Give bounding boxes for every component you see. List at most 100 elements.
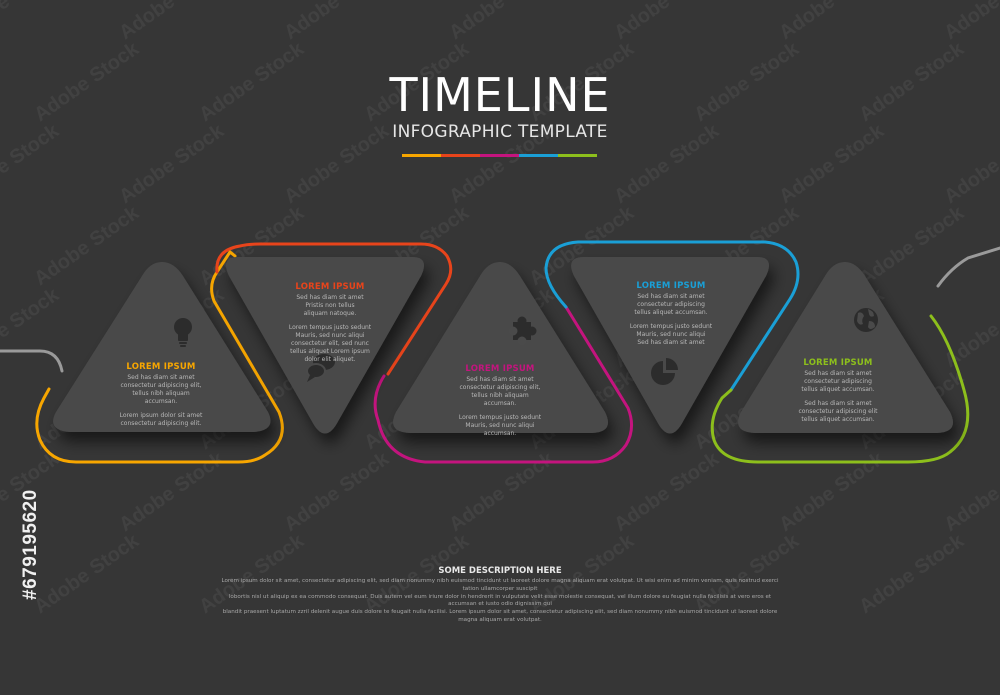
step-4-outline xyxy=(544,240,800,392)
text-line: accumsan. xyxy=(483,430,517,437)
step-3-heading: LOREM IPSUM xyxy=(465,364,535,374)
stock-id-label: #679195620 xyxy=(20,489,41,601)
text-line: Lorem tempus justo sedunt xyxy=(629,323,713,330)
text-line: Sed has diam sit amet xyxy=(804,400,872,407)
pie-chart-icon xyxy=(651,358,678,385)
step-5-text-a: Sed has diam sit amet consectetur adipis… xyxy=(778,370,898,424)
step-3-text: LOREM IPSUM Sed has diam sit amet consec… xyxy=(440,364,560,438)
step-4-triangle xyxy=(571,257,769,434)
watermark-text: Adobe Stock xyxy=(0,283,64,372)
text-line: Sed has diam sit amet xyxy=(637,293,705,300)
step-5-heading: LOREM IPSUM xyxy=(803,358,873,368)
watermark-text: Adobe Stock xyxy=(690,37,803,126)
text-line: Sed has diam sit amet xyxy=(127,374,195,381)
text-line: Pristis non tellus xyxy=(305,302,355,309)
step-1-text-a: Sed has diam sit amet consectetur adipis… xyxy=(101,374,221,428)
text-line: Mauris, sed nunc aliqui xyxy=(465,422,535,429)
text-line: consectetur elit, sed nunc xyxy=(291,340,369,347)
step-1-text: LOREM IPSUM Sed has diam sit amet consec… xyxy=(101,362,221,428)
text-line: tellus aliquet accumsan. xyxy=(801,416,875,423)
text-line: consectetur adipiscing elit xyxy=(798,408,878,415)
text-line: consectetur adipiscing elit. xyxy=(120,420,202,427)
text-line: Lorem ipsum dolor sit amet xyxy=(119,412,203,419)
text-line: tellus aliquet accumsan. xyxy=(801,386,875,393)
step-5-triangle xyxy=(738,262,954,433)
color-bar xyxy=(402,154,597,157)
watermark-text: Adobe Stock xyxy=(115,119,228,208)
watermark-text: Adobe Stock xyxy=(610,0,723,44)
color-bar-segment-5 xyxy=(558,154,597,157)
color-bar-segment-1 xyxy=(402,154,441,157)
watermark-text: Adobe Stock xyxy=(0,0,64,44)
watermark-text: Adobe Stock xyxy=(940,447,1000,536)
puzzle-piece-icon xyxy=(508,316,537,346)
watermark-text: Adobe Stock xyxy=(940,283,1000,372)
description-line: blandit praesent luptatum zzril delenit … xyxy=(222,609,778,623)
watermark-text: Adobe Stock xyxy=(445,0,558,44)
step-3-outline xyxy=(373,305,633,464)
step-1-heading: LOREM IPSUM xyxy=(126,362,196,372)
text-line: tellus nibh aliquam xyxy=(471,392,529,399)
step-4-text: LOREM IPSUM Sed has diam sit amet consec… xyxy=(611,281,731,347)
step-5-text: LOREM IPSUM Sed has diam sit amet consec… xyxy=(778,358,898,424)
watermark-text: Adobe Stock xyxy=(855,201,968,290)
description-line: Lorem ipsum dolor sit amet, consectetur … xyxy=(221,578,779,592)
lead-in-line xyxy=(0,349,64,373)
step-3-triangle xyxy=(393,262,609,433)
watermark-text: Adobe Stock xyxy=(195,37,308,126)
step-2-triangle xyxy=(226,257,424,434)
watermark-text: Adobe Stock xyxy=(0,119,64,208)
text-line: consectetur adipiscing xyxy=(637,301,705,308)
text-line: Lorem tempus justo sedunt xyxy=(288,324,372,331)
step-4-text-a: Sed has diam sit amet consectetur adipis… xyxy=(611,293,731,347)
text-line: accumsan. xyxy=(483,400,517,407)
watermark-text: Adobe Stock xyxy=(940,119,1000,208)
speech-bubbles-icon xyxy=(306,354,335,382)
text-line: Mauris, sed nunc aliqui xyxy=(295,332,365,339)
text-line: accumsan. xyxy=(144,398,178,405)
step-2-heading: LOREM IPSUM xyxy=(295,282,365,292)
color-bar-segment-2 xyxy=(441,154,480,157)
step-2-text: LOREM IPSUM Sed has diam sit amet Pristi… xyxy=(270,282,390,364)
watermark-text: Adobe Stock xyxy=(115,0,228,44)
watermark-text: Adobe Stock xyxy=(280,0,393,44)
step-2-text-a: Sed has diam sit amet Pristis non tellus… xyxy=(270,294,390,364)
step-3-text-a: Sed has diam sit amet consectetur adipis… xyxy=(440,376,560,438)
step-4-heading: LOREM IPSUM xyxy=(636,281,706,291)
watermark-text: Adobe Stock xyxy=(30,201,143,290)
lightbulb-icon xyxy=(174,318,192,347)
watermark-text: Adobe Stock xyxy=(775,119,888,208)
text-line: Sed has diam sit amet xyxy=(637,339,705,346)
text-line: tellus aliquet accumsan. xyxy=(634,309,708,316)
color-bar-segment-3 xyxy=(480,154,519,157)
watermark-text: Adobe Stock xyxy=(775,0,888,44)
text-line: tellus aliquet Lorem ipsum xyxy=(290,348,370,355)
watermark-text: Adobe Stock xyxy=(855,529,968,618)
description-title: SOME DESCRIPTION HERE xyxy=(438,566,562,576)
page-title: TIMELINE xyxy=(389,68,611,122)
text-line: consectetur adipiscing elit, xyxy=(120,382,202,389)
watermark-text: Adobe Stock xyxy=(280,447,393,536)
step-1-triangle xyxy=(53,262,271,432)
watermark-text: Adobe Stock xyxy=(30,37,143,126)
text-line: consectetur adipiscing elit, xyxy=(459,384,541,391)
globe-icon xyxy=(854,308,878,332)
watermark-text: Adobe Stock xyxy=(940,0,1000,44)
watermark-text: Adobe Stock xyxy=(30,529,143,618)
lead-out-line xyxy=(936,246,1000,288)
text-line: Sed has diam sit amet xyxy=(804,370,872,377)
watermark-text: Adobe Stock xyxy=(855,37,968,126)
description-body: Lorem ipsum dolor sit amet, consectetur … xyxy=(220,578,780,625)
text-line: Sed has diam sit amet xyxy=(466,376,534,383)
text-line: Sed has diam sit amet xyxy=(296,294,364,301)
step-2-outline xyxy=(215,242,453,376)
text-line: tellus nibh aliquam xyxy=(132,390,190,397)
text-line: consectetur adipiscing xyxy=(804,378,872,385)
text-line: dolor elit aliquet. xyxy=(304,356,356,363)
step-5-outline xyxy=(710,314,970,464)
text-line: Mauris, sed nunc aliqui xyxy=(636,331,706,338)
text-line: Lorem tempus justo sedunt xyxy=(458,414,542,421)
watermark-text: Adobe Stock xyxy=(610,447,723,536)
